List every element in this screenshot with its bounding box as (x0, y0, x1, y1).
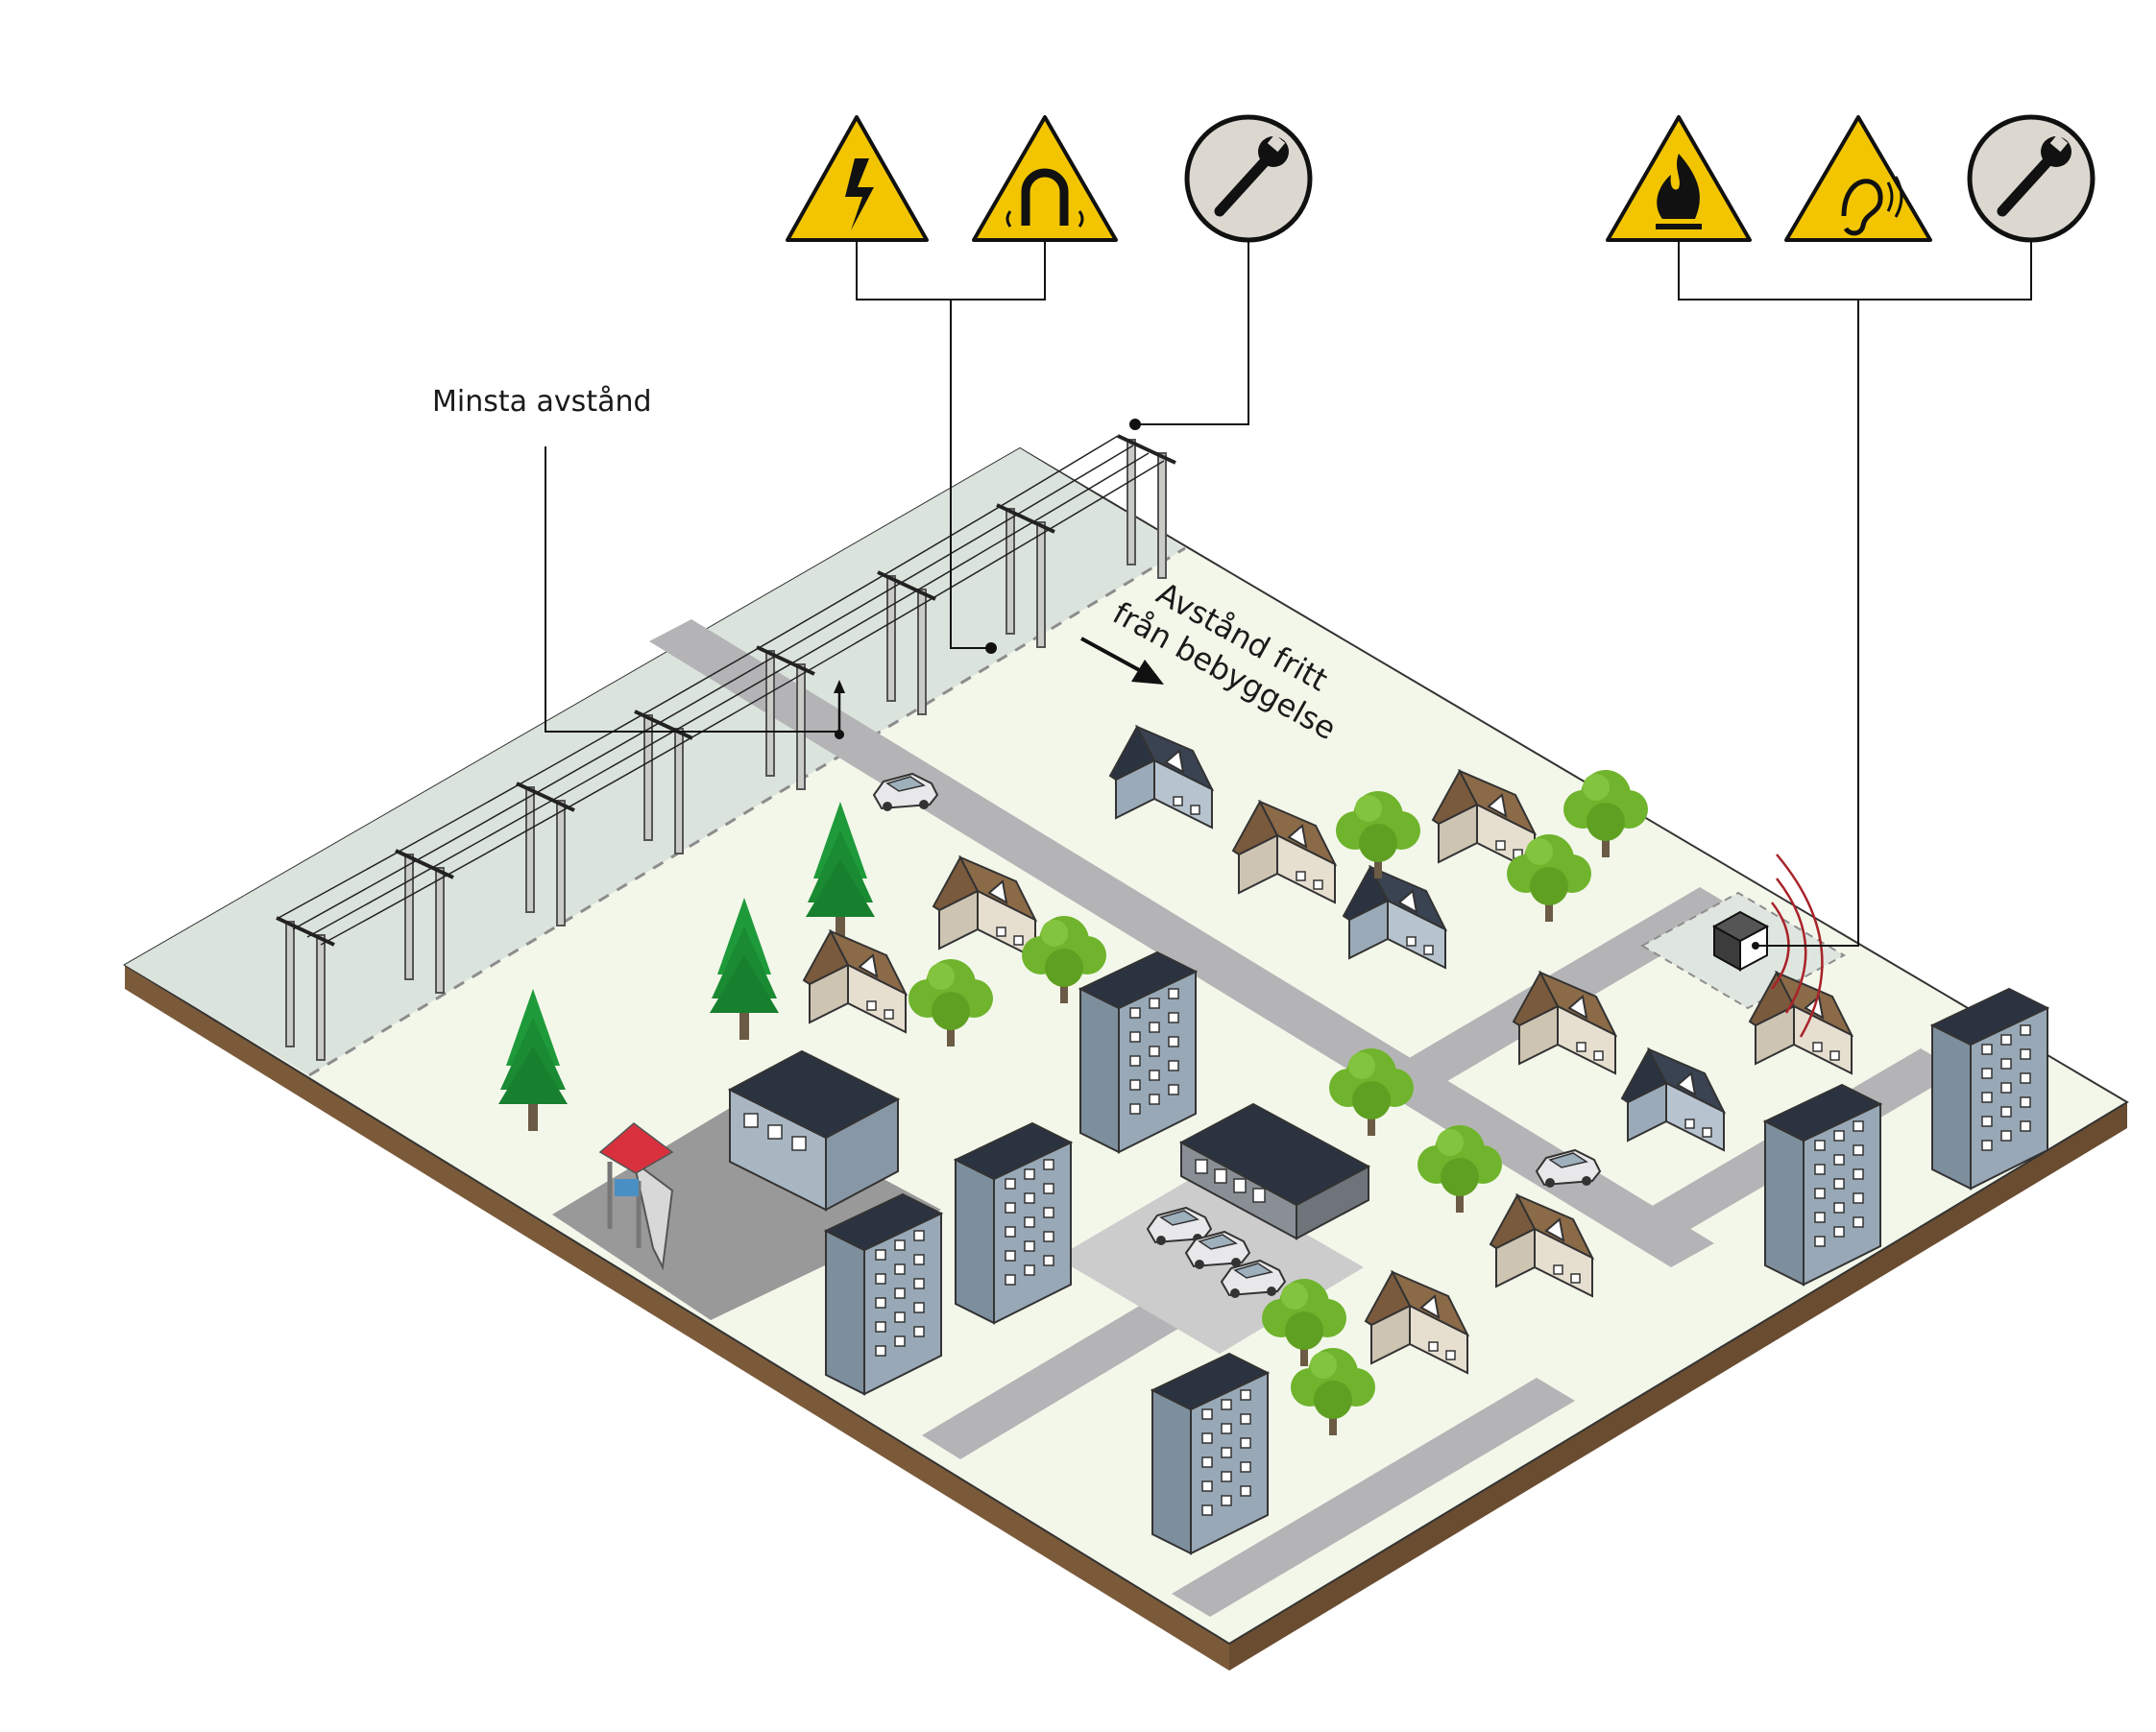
fire-hazard-icon (1606, 115, 1752, 242)
apartment-building (1079, 951, 1197, 1153)
apartment-building (1931, 988, 2048, 1190)
apartment-building (825, 1193, 942, 1395)
school-building (727, 1049, 901, 1212)
power-line (275, 434, 1177, 1062)
electric-hazard-icon (786, 115, 929, 242)
leader-lines (545, 242, 2032, 947)
apartment-building (955, 1122, 1072, 1324)
distance-arrow (1080, 637, 1164, 685)
wrench-maintenance-icon (1967, 114, 2095, 243)
long-building (1178, 1102, 1371, 1240)
apartment-building (1764, 1084, 1881, 1286)
wrench-maintenance-icon (1184, 114, 1313, 243)
apartment-building (1151, 1353, 1269, 1554)
transformer-box (1711, 854, 1824, 1038)
magnetic-field-hazard-icon (972, 115, 1118, 242)
min-distance-label: Minsta avstånd (432, 385, 652, 419)
noise-hazard-icon (1784, 115, 1932, 242)
playground (598, 1122, 674, 1271)
